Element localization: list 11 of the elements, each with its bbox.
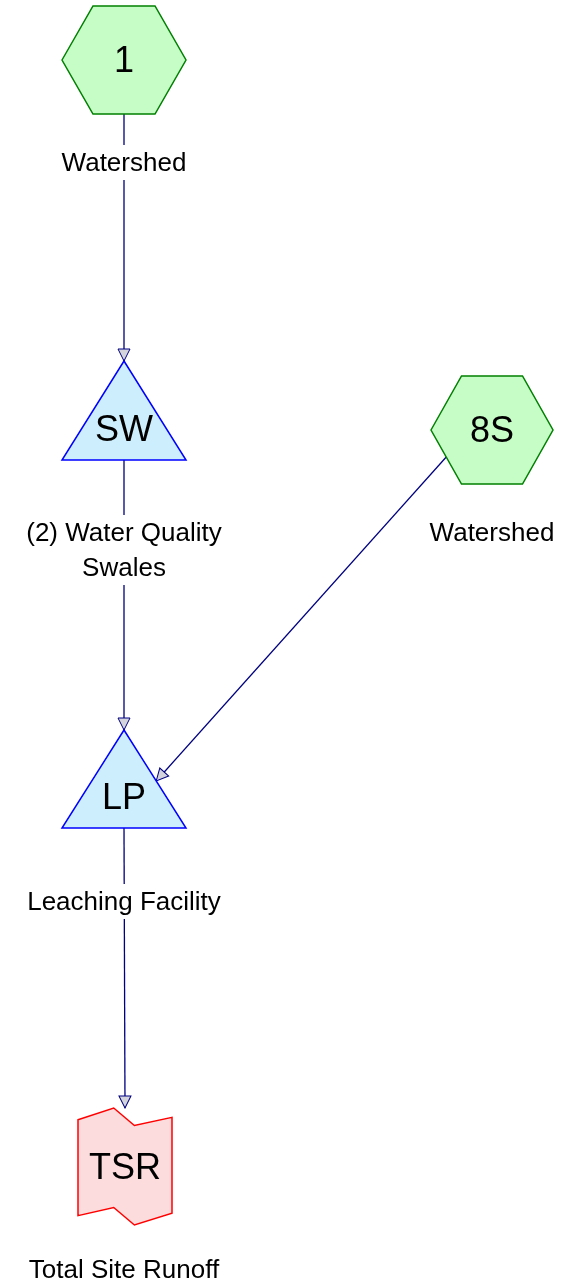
hexagon-node	[431, 376, 553, 484]
arrow	[155, 456, 447, 782]
hexagon-node	[62, 6, 186, 114]
node-label: TSR	[89, 1145, 161, 1188]
triangle-node	[62, 730, 186, 828]
triangle-node	[62, 361, 186, 460]
node-label: 1	[114, 39, 134, 81]
node-label: SW	[95, 407, 153, 450]
node-label: LP	[101, 776, 146, 818]
reach-node	[78, 1108, 172, 1225]
node-label: 8S	[469, 409, 514, 451]
